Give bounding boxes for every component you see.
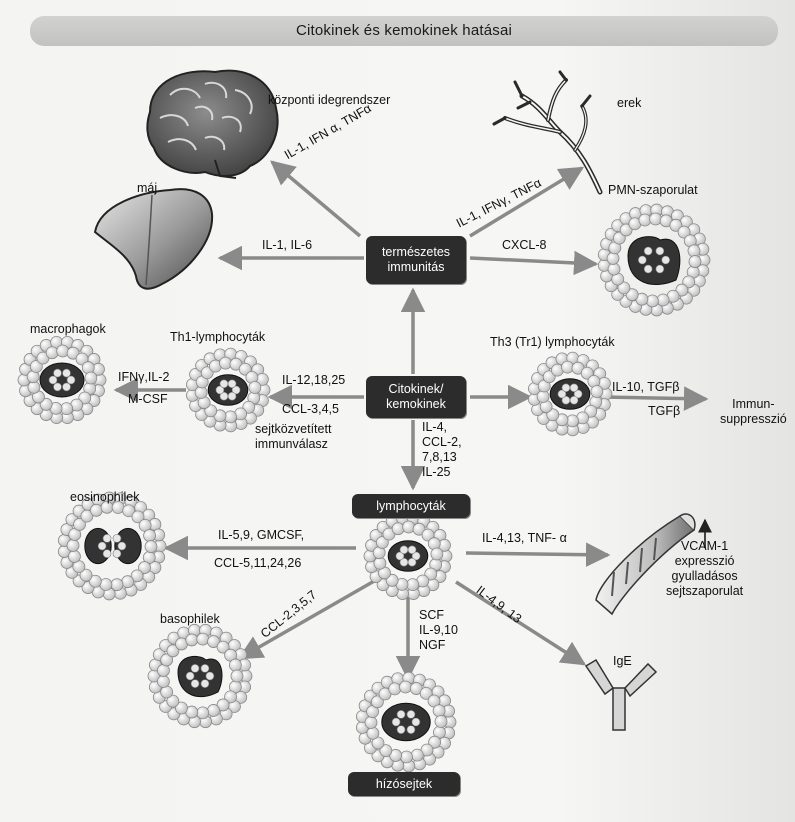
- ige-icon: [584, 658, 658, 731]
- pmn-cell: [597, 203, 711, 317]
- edge-label-macro-2: M-CSF: [128, 392, 168, 406]
- arrow-to-pmn: [469, 250, 599, 276]
- edge-label-vcam: IL-4,13, TNF- α: [482, 531, 567, 545]
- arrow-th3-to-immuno: [601, 386, 709, 411]
- organ-label-cns: központi idegrendszer: [268, 93, 391, 107]
- label-eosinophils: eosinophilek: [70, 490, 140, 504]
- edge-label-macro-1: IFNγ,IL-2: [118, 370, 170, 384]
- vessel-wall-icon: [595, 513, 712, 616]
- edge-label-th3-2: TGFβ: [648, 404, 681, 418]
- node-mast-cells: hízósejtek: [348, 772, 460, 796]
- arrow-to-vessels: [469, 166, 585, 238]
- liver-icon: [93, 188, 214, 290]
- label-ige: IgE: [613, 654, 632, 668]
- th1-cell: [186, 347, 271, 433]
- title-band: [30, 16, 778, 46]
- arrow-lymph-to-ige: [455, 580, 587, 666]
- label-basophils: basophilek: [160, 612, 220, 626]
- organ-label-liver: máj: [137, 181, 158, 195]
- label-pmn: PMN-szaporulat: [608, 183, 698, 197]
- label-th1: Th1-lymphocyták: [170, 330, 266, 344]
- arrow-lymph-to-baso: [237, 578, 377, 660]
- diagram-title: Citokinek és kemokinek hatásai: [295, 22, 513, 39]
- brain-icon: [146, 69, 279, 179]
- macrophage-cell: [17, 335, 107, 425]
- label-macrophages: macrophagok: [30, 322, 106, 336]
- edge-label-th1-1: IL-12,18,25: [282, 373, 346, 387]
- organ-label-vessels: erek: [617, 96, 642, 110]
- basophil-cell: [147, 623, 253, 729]
- mast-cell: [355, 671, 457, 773]
- node-lymphocytes: lymphocyták: [352, 494, 470, 518]
- label-th3: Th3 (Tr1) lymphocyták: [490, 335, 615, 349]
- edge-label-pmn: CXCL-8: [502, 238, 547, 252]
- edge-label-th1-2: CCL-3,4,5: [282, 402, 339, 416]
- eosinophil-cell: [57, 491, 167, 601]
- edge-label-th3-1: IL-10, TGFβ: [612, 380, 680, 394]
- lymphocyte-cell: [363, 511, 453, 601]
- edge-label-liver: IL-1, IL-6: [262, 238, 313, 252]
- arrow-to-cns: [270, 160, 362, 238]
- node-cytokines: Citokinek/kemokinek: [366, 376, 466, 418]
- edge-label-eos-2: CCL-5,11,24,26: [214, 556, 302, 570]
- edge-label-eos-1: IL-5,9, GMCSF,: [218, 528, 305, 542]
- th3-cell: [528, 351, 613, 437]
- arrow-lymph-to-vessel: [465, 542, 611, 567]
- label-immunosuppression: Immun-suppresszió: [720, 397, 787, 426]
- vessels-icon: [492, 70, 603, 195]
